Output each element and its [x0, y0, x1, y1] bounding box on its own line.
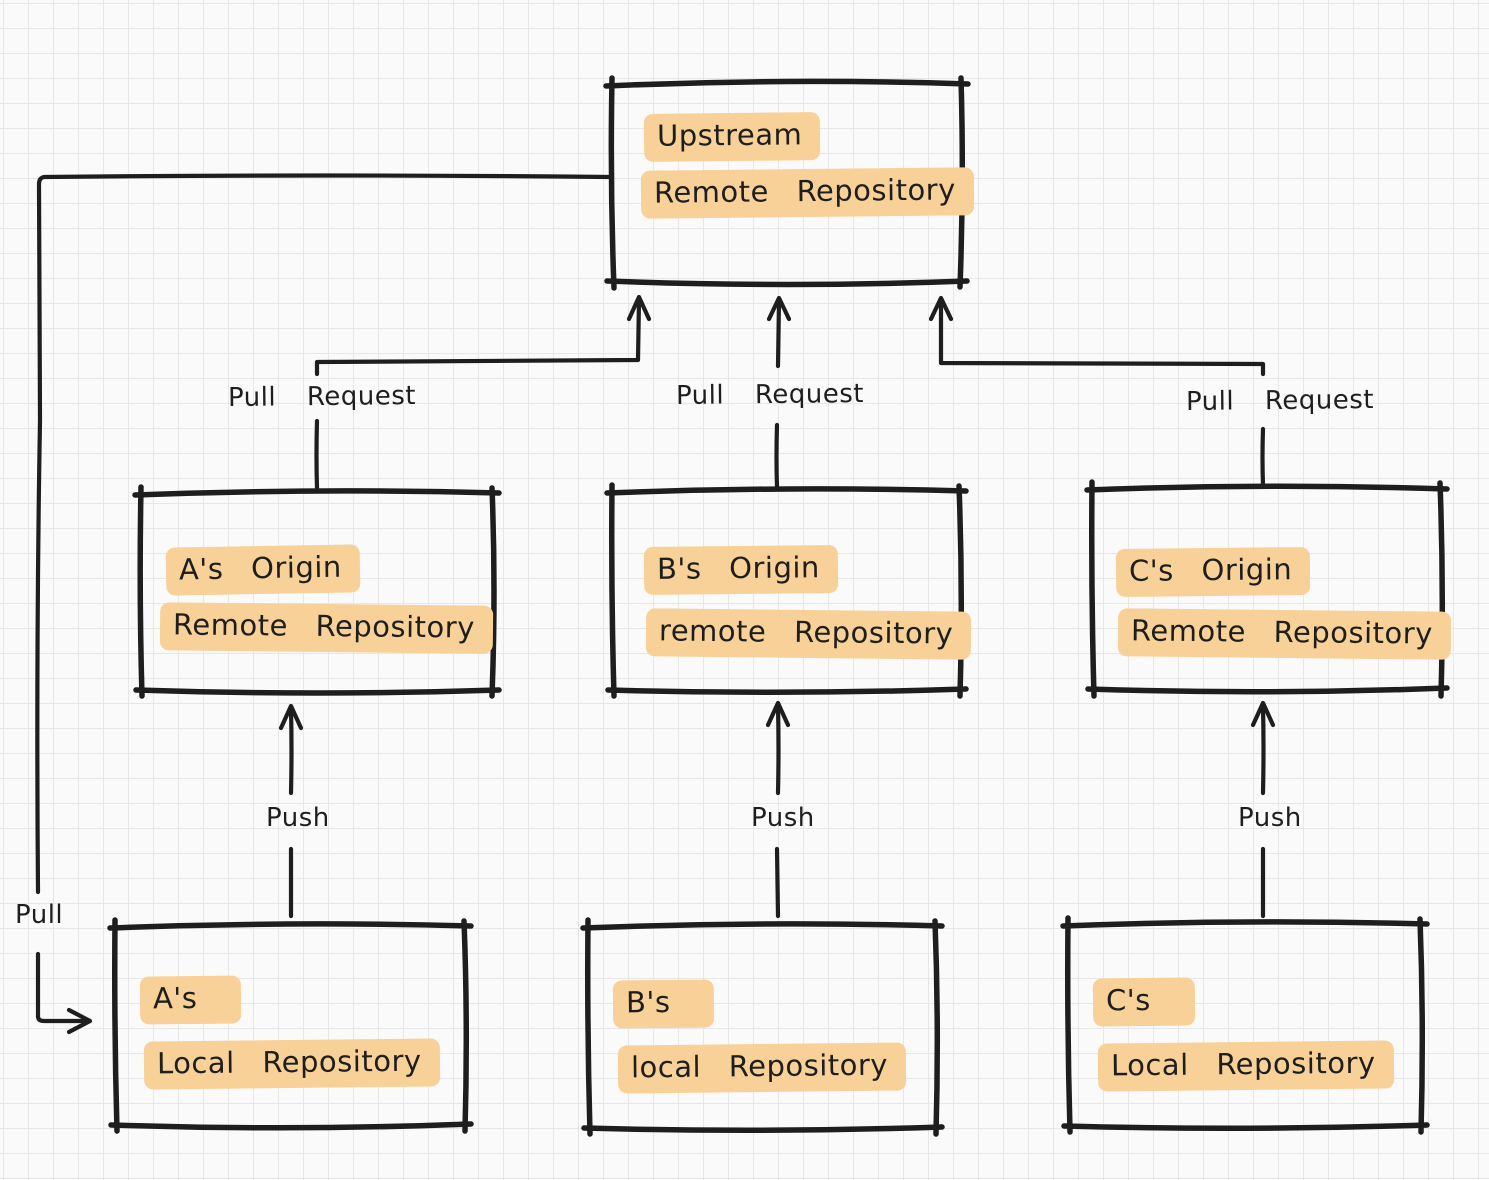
pull-request-arrow-a: [314, 294, 652, 491]
upstream-label-line1-highlight: Upstream: [643, 112, 821, 162]
push-arrow-a: [278, 703, 304, 919]
a-local-box: [107, 917, 474, 1134]
c-origin-label-line1-highlight: C's Origin: [1115, 546, 1311, 598]
c-local-box: [1060, 915, 1430, 1135]
pull-request-label-c: Pull Request: [1185, 385, 1375, 417]
b-local-node-label-line2: local Repository: [617, 1042, 907, 1094]
c-origin-node-label-line2: Remote Repository: [1117, 608, 1452, 660]
c-local-label-line2-highlight: Local Repository: [1097, 1040, 1394, 1092]
pull-arrow: [35, 173, 613, 1035]
b-local-box: [580, 917, 945, 1137]
upstream-box: [603, 75, 971, 291]
b-origin-node-label-line1: B's Origin: [643, 544, 839, 596]
pull-request-arrow-b: [766, 295, 792, 490]
push-arrow-c: [1250, 700, 1276, 919]
push-arrow-b: [765, 700, 791, 919]
c-local-node-label-line2: Local Repository: [1097, 1040, 1394, 1092]
b-origin-label-line2-highlight: remote Repository: [645, 608, 972, 660]
c-origin-label-line2-highlight: Remote Repository: [1117, 608, 1452, 660]
a-origin-node-label-line2: Remote Repository: [159, 602, 494, 654]
b-local-node-label-line1: B's: [612, 979, 715, 1029]
push-label-c: Push: [1238, 803, 1302, 833]
a-origin-box: [132, 484, 502, 699]
b-origin-label-line1-highlight: B's Origin: [643, 544, 839, 596]
pull-request-label-b: Pull Request: [675, 379, 865, 411]
c-origin-box: [1084, 479, 1450, 699]
upstream-node-label-line1: Upstream: [643, 112, 821, 162]
upstream-node-label-line2: Remote Repository: [640, 167, 975, 219]
a-origin-label-line1-highlight: A's Origin: [165, 544, 361, 596]
a-origin-node-label-line1: A's Origin: [165, 544, 361, 596]
b-origin-node-label-line2: remote Repository: [645, 608, 972, 660]
c-origin-node-label-line1: C's Origin: [1115, 546, 1311, 598]
pull-label: Pull: [15, 900, 64, 930]
a-local-node-label-line1: A's: [139, 975, 242, 1025]
c-local-node-label-line1: C's: [1092, 977, 1196, 1027]
pull-request-arrow-c: [928, 295, 1266, 488]
upstream-label-line2-highlight: Remote Repository: [640, 167, 975, 219]
push-label-b: Push: [751, 803, 815, 833]
a-local-node-label-line2: Local Repository: [143, 1038, 440, 1090]
a-origin-label-line2-highlight: Remote Repository: [159, 602, 494, 654]
b-local-label-line2-highlight: local Repository: [617, 1042, 907, 1094]
b-local-label-line1-highlight: B's: [612, 979, 715, 1029]
a-local-label-line2-highlight: Local Repository: [143, 1038, 440, 1090]
a-local-label-line1-highlight: A's: [139, 975, 242, 1025]
push-label-a: Push: [266, 803, 330, 833]
b-origin-box: [604, 482, 969, 699]
c-local-label-line1-highlight: C's: [1092, 977, 1196, 1027]
pull-request-label-a: Pull Request: [227, 381, 417, 413]
